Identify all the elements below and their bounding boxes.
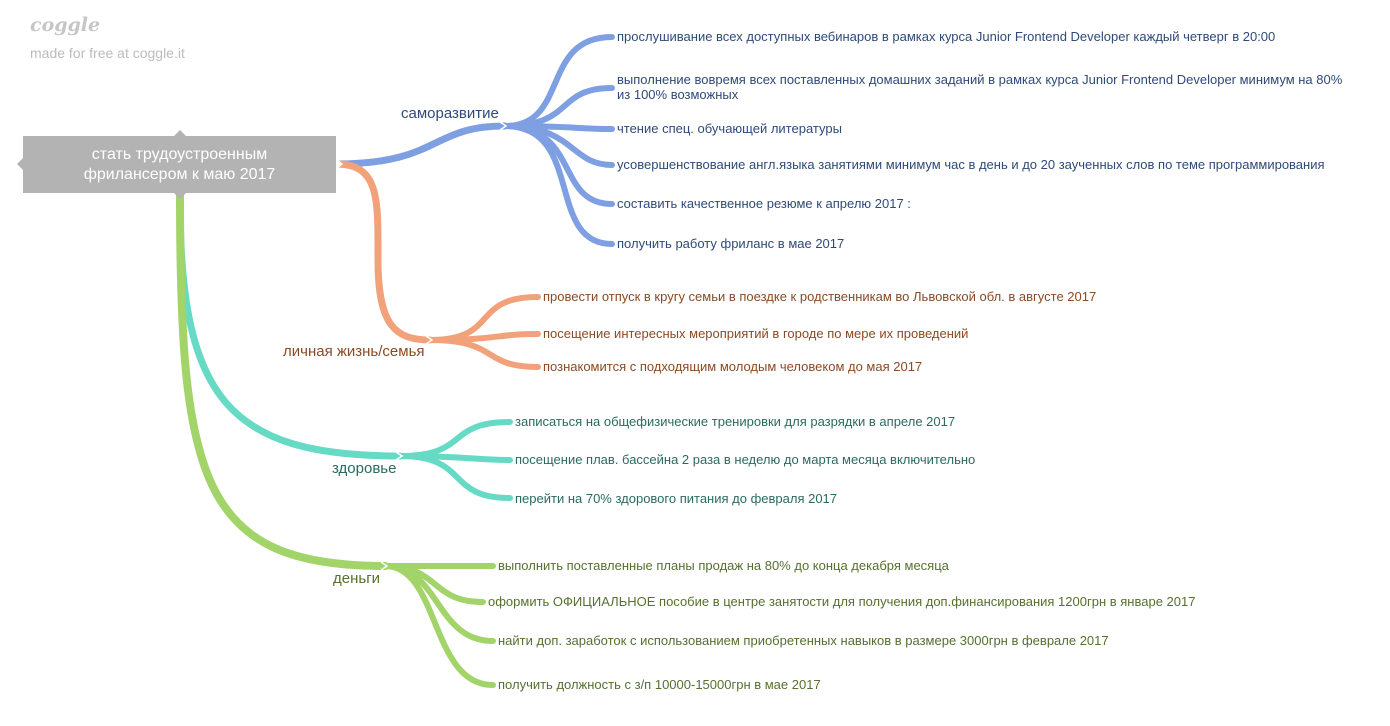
coggle-tagline[interactable]: made for free at coggle.it (30, 45, 185, 61)
leaf-node[interactable]: посещение плав. бассейна 2 раза в неделю… (515, 452, 976, 467)
edge-root-personal-life (332, 160, 434, 344)
root-notch-bottom (174, 193, 186, 199)
leaf-node[interactable]: чтение спец. обучающей литературы (617, 121, 842, 136)
leaf-node[interactable]: составить качественное резюме к апрелю 2… (617, 196, 911, 211)
leaf-node[interactable]: познакомится с подходящим молодым челове… (543, 359, 923, 374)
root-notch-left (17, 158, 23, 170)
leaf-node[interactable]: найти доп. заработок с использованием пр… (498, 633, 1109, 648)
root-node[interactable]: стать трудоустроенным фрилансером к маю … (23, 136, 336, 193)
leaf-node[interactable]: оформить ОФИЦИАЛЬНОЕ пособие в центре за… (488, 594, 1196, 609)
coggle-logo[interactable]: coggle (30, 14, 101, 36)
branch-label-health[interactable]: здоровье (332, 460, 397, 477)
leaf-node[interactable]: усовершенствование англ.языка занятиями … (617, 157, 1325, 172)
leaf-node[interactable]: провести отпуск в кругу семьи в поездке … (543, 289, 1097, 304)
junction-chevron-personal-life (425, 335, 434, 345)
edge-root-money (176, 189, 389, 570)
root-notch-top (174, 130, 186, 136)
junction-chevron-health (395, 451, 404, 461)
branch-label-money[interactable]: деньги (333, 570, 381, 587)
root-node-label: стать трудоустроенным фрилансером к маю … (83, 145, 276, 183)
leaf-node[interactable]: выполнить поставленные планы продаж на 8… (498, 558, 949, 573)
leaf-node[interactable]: выполнение вовремя всех поставленных дом… (617, 72, 1343, 102)
leaf-node[interactable]: посещение интересных мероприятий в город… (543, 326, 969, 341)
leaf-node[interactable]: получить должность с з/п 10000-15000грн … (498, 677, 821, 692)
junction-chevron-money (380, 561, 389, 571)
edge-root-health (176, 196, 404, 460)
branch-label-self-development[interactable]: саморазвитие (401, 105, 499, 122)
leaf-node[interactable]: перейти на 70% здорового питания до февр… (515, 491, 838, 506)
edges-health (397, 419, 513, 501)
edges-money (382, 562, 496, 688)
edge-root-self-development (332, 122, 509, 168)
leaf-node[interactable]: прослушивание всех доступных вебинаров в… (617, 29, 1276, 44)
edges-personal-life (427, 294, 541, 370)
leaf-node[interactable]: записаться на общефизические тренировки … (515, 414, 956, 429)
leaf-node[interactable]: получить работу фриланс в мае 2017 (617, 236, 845, 251)
junction-chevron-self-development (499, 121, 508, 131)
branch-label-personal-life[interactable]: личная жизнь/семья (283, 343, 425, 360)
edges-self-development (502, 34, 615, 247)
root-notch-right (336, 158, 343, 170)
